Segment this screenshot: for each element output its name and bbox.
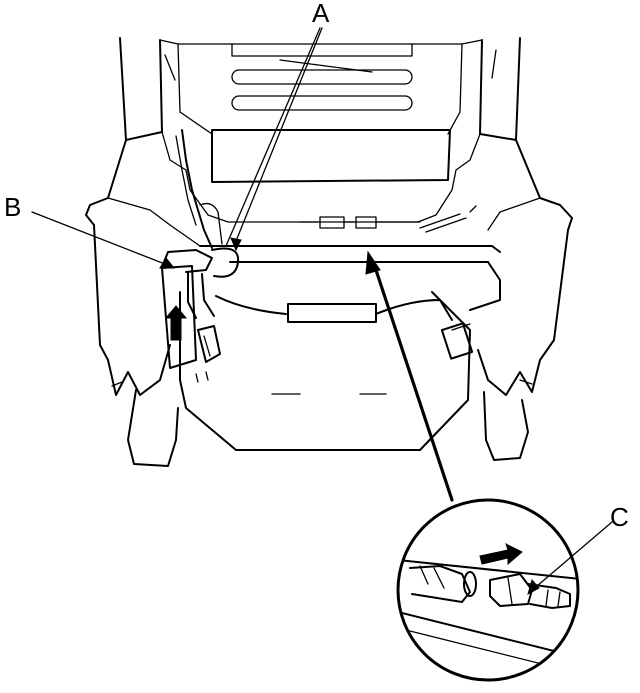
leader-lines [31, 27, 613, 596]
callout-label-a: A [312, 0, 330, 28]
detail-view [396, 498, 580, 682]
detail-pointer-line [372, 262, 454, 502]
callout-label-b: B [4, 192, 21, 222]
callout-label-c: C [610, 502, 629, 532]
detail-pointer-arrowhead [365, 250, 381, 275]
seat-frame [85, 131, 573, 467]
pull-direction-arrow-icon [479, 543, 523, 566]
rear-bar-connectors [299, 205, 477, 233]
left-connector-bracket [161, 265, 221, 383]
up-arrow-icon [164, 305, 188, 341]
seat-back [119, 37, 521, 183]
wire-harness [163, 129, 474, 360]
